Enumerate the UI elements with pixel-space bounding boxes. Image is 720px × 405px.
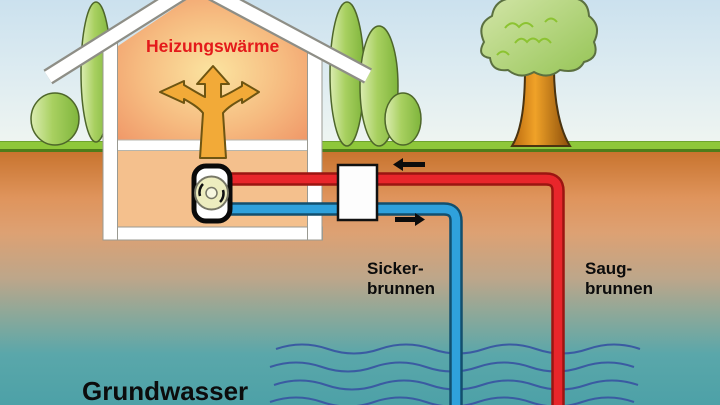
tree-icon [480,0,599,147]
seepage-well-line1: Sicker- [367,259,424,278]
suction-well-label: Saug- brunnen [585,259,653,299]
suction-well-line2: brunnen [585,279,653,298]
suction-well-line1: Saug- [585,259,633,278]
cold-water-pipe [225,202,463,405]
heat-pump-icon [191,163,233,224]
seepage-well-line2: brunnen [367,279,435,298]
warm-water-pipe [225,172,565,405]
seepage-well-label: Sicker- brunnen [367,259,435,299]
flow-in-arrow-left-icon [393,158,425,171]
roof [43,0,373,85]
bush-left-icon [30,92,80,146]
bush-right-icon [384,92,422,146]
left-wall [102,39,118,241]
heat-spread-arrow-icon [159,65,260,159]
well-head-box-icon [336,163,379,222]
grass-strip [0,141,720,152]
flow-out-arrow-right-icon [395,213,425,226]
foliage-squiggles [496,17,558,56]
heating-warmth-label: Heizungswärme [146,36,280,56]
groundwater-label: Grundwasser [82,376,249,405]
basement-floor-slab [102,226,323,241]
